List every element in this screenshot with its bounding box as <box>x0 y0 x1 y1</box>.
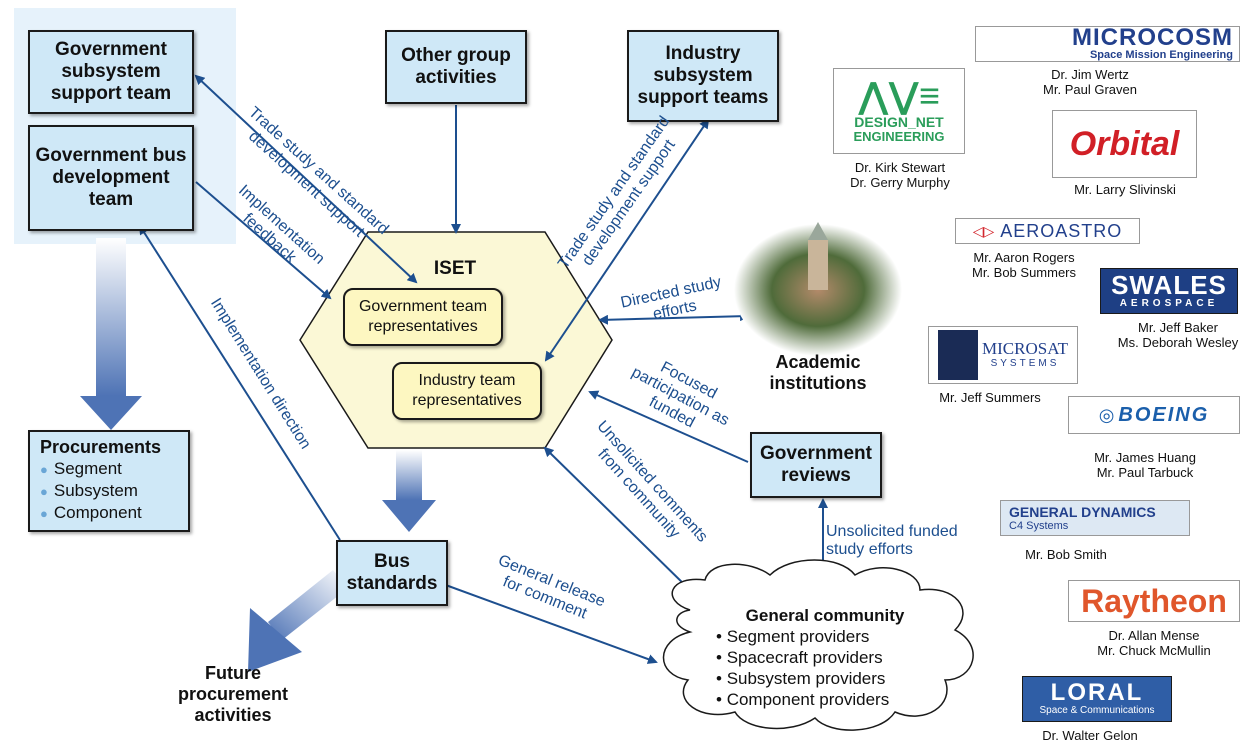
arrow-focused <box>588 390 749 463</box>
label-unsolicited-funded: Unsolicited funded study efforts <box>826 523 958 558</box>
microsat-logo: MICROSAT SYSTEMS <box>928 326 1078 384</box>
iset-title: ISET <box>433 258 477 279</box>
industry-subsystem-label: Industry subsystem support teams <box>637 43 769 108</box>
ind-rep-pill: Industry team representatives <box>392 362 542 420</box>
boeing-people: Mr. James Huang Mr. Paul Tarbuck <box>1094 450 1196 480</box>
designnet-sub: ENGINEERING <box>853 129 945 144</box>
gov-bus-dev-label: Government bus development team <box>35 145 187 210</box>
loral-people: Dr. Walter Gelon <box>1042 728 1138 743</box>
arrow-directed <box>598 311 750 325</box>
community-block: General community • Segment providers • … <box>700 605 950 710</box>
swales-logo: SWALES AEROSPACE <box>1100 268 1238 314</box>
big-arrow-to-future <box>248 570 348 672</box>
community-item: • Segment providers <box>716 627 870 646</box>
procurements-box: Procurements ● Segment ● Subsystem ● Compon… <box>28 430 190 532</box>
procurements-item-label: Subsystem <box>53 481 138 500</box>
aeroastro-logo: ◁▷ AEROASTRO <box>955 218 1140 244</box>
gov-reviews-box: Government reviews <box>750 432 882 498</box>
gov-subsystem-label: Government subsystem support team <box>50 39 172 104</box>
microcosm-name: MICROCOSM <box>1072 24 1233 51</box>
industry-subsystem-box: Industry subsystem support teams <box>627 30 779 122</box>
procurements-item: ● Subsystem <box>40 480 188 502</box>
designnet-name: DESIGN_NET <box>854 114 944 130</box>
big-arrow-to-bus-standards <box>382 450 436 532</box>
raytheon-people: Dr. Allan Mense Mr. Chuck McMullin <box>1097 628 1211 658</box>
community-item: • Spacecraft providers <box>716 648 883 667</box>
gov-bus-dev-box: Government bus development team <box>28 125 194 231</box>
microsat-mark-icon <box>938 330 979 380</box>
procurements-item-label: Segment <box>53 459 122 478</box>
bullet-icon: ● <box>40 462 48 477</box>
boeing-logo: ◎ BOEING <box>1068 396 1240 434</box>
community-item-label: Spacecraft providers <box>726 648 883 667</box>
community-item: • Component providers <box>716 690 890 709</box>
swales-sub: AEROSPACE <box>1119 298 1219 309</box>
future-label: Future procurement activities <box>177 663 289 725</box>
orbital-name: Orbital <box>1069 124 1180 163</box>
community-item-label: Subsystem providers <box>726 669 886 688</box>
boeing-name: BOEING <box>1118 403 1210 426</box>
aeroastro-mark-icon: ◁▷ <box>972 222 995 239</box>
bullet-icon: ● <box>40 506 48 521</box>
swales-people: Mr. Jeff Baker Ms. Deborah Wesley <box>1117 320 1239 350</box>
raytheon-name: Raytheon <box>1081 582 1227 619</box>
big-arrow-to-procurements <box>80 238 142 430</box>
microsat-people: Mr. Jeff Summers <box>939 390 1041 405</box>
academic-tower <box>808 240 828 290</box>
arrow-trade-gov <box>194 74 418 284</box>
orbital-people: Mr. Larry Slivinski <box>1074 182 1176 197</box>
microsat-name: MICROSAT <box>982 339 1068 358</box>
procurements-item-label: Component <box>53 503 142 522</box>
gov-subsystem-box: Government subsystem support team <box>28 30 194 114</box>
loral-logo: LORAL Space & Communications <box>1022 676 1172 722</box>
arrow-general-release <box>431 579 658 664</box>
loral-name: LORAL <box>1050 679 1144 706</box>
community-item-label: Component providers <box>726 690 890 709</box>
designnet-people: Dr. Kirk Stewart Dr. Gerry Murphy <box>850 160 950 190</box>
arrow-unsolicited <box>543 446 691 591</box>
bus-standards-box: Bus standards <box>336 540 448 606</box>
microcosm-sub: Space Mission Engineering <box>1089 49 1233 61</box>
gd-people: Mr. Bob Smith <box>1025 547 1107 562</box>
other-group-label: Other group activities <box>401 45 511 88</box>
arrow-impl-direction <box>138 224 341 541</box>
bus-standards-label: Bus standards <box>346 551 438 594</box>
boeing-mark-icon: ◎ <box>1098 404 1115 425</box>
microsat-sub: SYSTEMS <box>990 358 1060 369</box>
gd-name: GENERAL DYNAMICS <box>1009 504 1156 520</box>
aeroastro-people: Mr. Aaron Rogers Mr. Bob Summers <box>971 250 1077 280</box>
raytheon-logo: Raytheon <box>1068 580 1240 622</box>
procurements-item: ● Segment <box>40 458 188 480</box>
other-group-box: Other group activities <box>385 30 527 104</box>
procurements-item: ● Component <box>40 502 188 524</box>
ind-rep-label: Industry team representatives <box>412 372 522 409</box>
procurements-title: Procurements <box>40 437 162 457</box>
aeroastro-name: AEROASTRO <box>1000 220 1123 241</box>
designnet-logo: ⋀⋁≡ DESIGN_NET ENGINEERING <box>833 68 965 154</box>
gd-logo: GENERAL DYNAMICS C4 Systems <box>1000 500 1190 536</box>
microcosm-logo: MICROCOSM Space Mission Engineering <box>975 26 1240 62</box>
gov-rep-label: Government team representatives <box>358 298 488 335</box>
swales-name: SWALES <box>1111 270 1227 300</box>
community-title: General community <box>745 606 905 625</box>
orbital-logo: Orbital <box>1052 110 1197 178</box>
gd-sub: C4 Systems <box>1009 520 1069 532</box>
community-item: • Subsystem providers <box>716 669 886 688</box>
community-item-label: Segment providers <box>726 627 870 646</box>
arrow-trade-ind <box>544 118 710 362</box>
bullet-icon: ● <box>40 484 48 499</box>
academic-label: Academic institutions <box>769 352 867 393</box>
designnet-mark-icon: ⋀⋁≡ <box>858 75 940 116</box>
microcosm-people: Dr. Jim Wertz Mr. Paul Graven <box>1043 67 1137 97</box>
gov-rep-pill: Government team representatives <box>343 288 503 346</box>
loral-sub: Space & Communications <box>1039 705 1155 716</box>
arrow-impl-feedback <box>195 181 332 300</box>
gov-reviews-label: Government reviews <box>760 443 872 486</box>
community-cloud <box>662 559 974 731</box>
